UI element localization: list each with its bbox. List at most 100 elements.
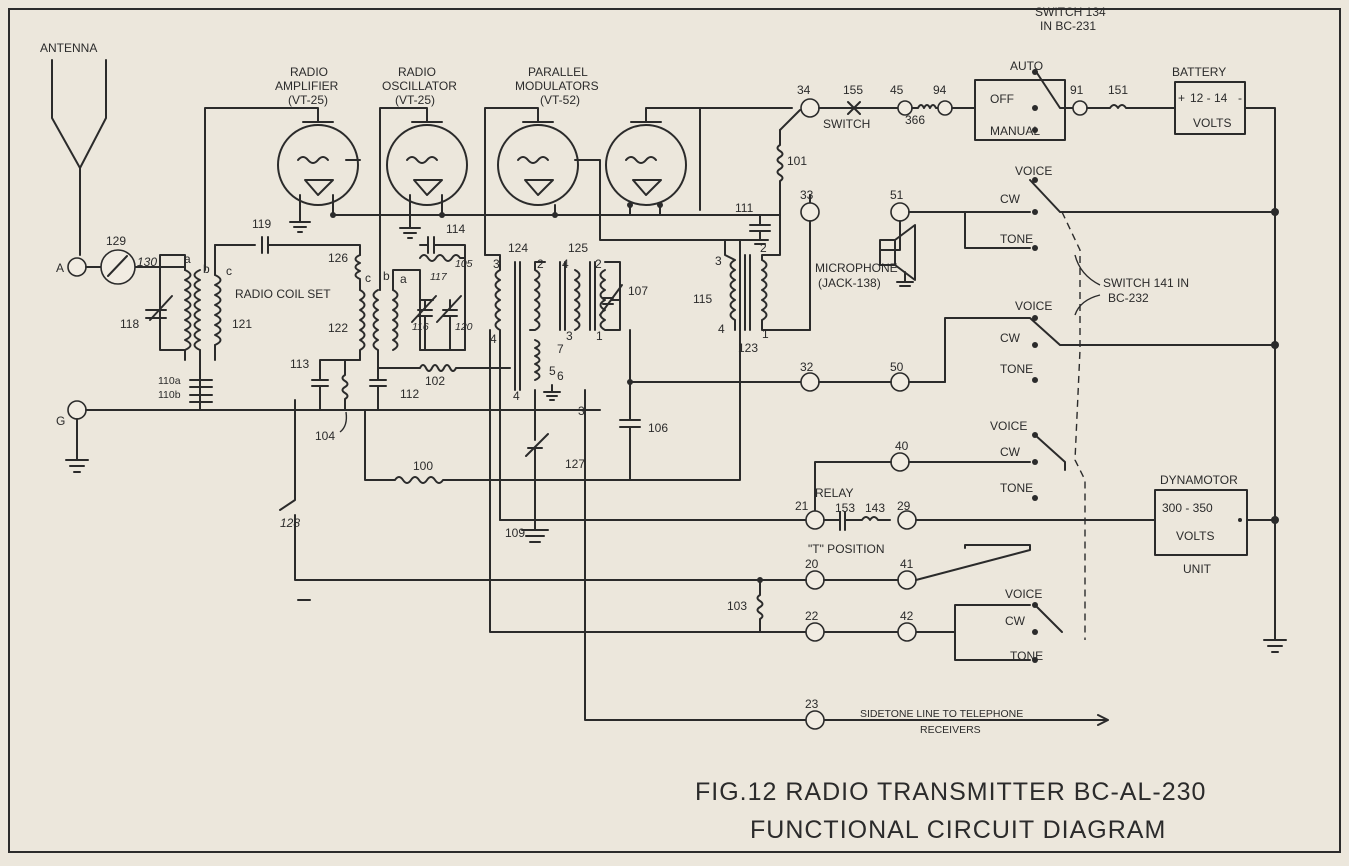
pin-4-115: 4 xyxy=(718,322,725,336)
terminal-33-label: 33 xyxy=(800,188,814,202)
terminal-40 xyxy=(890,452,910,472)
antenna-meter xyxy=(100,249,136,285)
pin-4-124: 4 xyxy=(490,332,497,346)
voice-label-4: VOICE xyxy=(1005,587,1042,601)
switch-134-label-2: IN BC-231 xyxy=(1040,19,1096,33)
terminal-41 xyxy=(897,570,917,590)
terminal-22 xyxy=(805,622,825,642)
cap-116-label: 116 xyxy=(412,321,429,333)
terminal-20 xyxy=(805,570,825,590)
lead-130-label: 130 xyxy=(137,255,157,269)
sidetone-label-2: RECEIVERS xyxy=(920,724,981,736)
resistor-103-label: 103 xyxy=(727,599,747,613)
terminal-42-label: 42 xyxy=(900,609,914,623)
terminal-g xyxy=(67,400,87,420)
terminal-34 xyxy=(800,98,820,118)
figure-title-line-1: FIG.12 RADIO TRANSMITTER BC-AL-230 xyxy=(695,778,1206,806)
cap-117-label: 117 xyxy=(430,271,448,283)
switch-155-label: 155 xyxy=(843,83,863,97)
fuse-151-label: 151 xyxy=(1108,83,1128,97)
capacitor-111-label: 111 xyxy=(735,201,754,215)
transformer-115-label: 115 xyxy=(693,292,712,306)
switch-label: SWITCH xyxy=(823,117,870,131)
terminal-23-label: 23 xyxy=(805,697,819,711)
voice-label-3: VOICE xyxy=(990,419,1027,433)
terminal-29-label: 29 xyxy=(897,499,911,513)
terminal-21 xyxy=(805,510,825,530)
dynamotor-volts-unit: VOLTS xyxy=(1176,529,1214,543)
pin-2-123: 2 xyxy=(760,241,767,255)
cw-label-3: CW xyxy=(1000,445,1021,459)
radio-oscillator-tube xyxy=(379,107,468,291)
modulator-tube-2 xyxy=(605,107,701,211)
terminal-51 xyxy=(890,202,910,222)
radio-amplifier-tube xyxy=(204,107,361,271)
antenna-label: ANTENNA xyxy=(40,41,97,55)
terminal-50-label: 50 xyxy=(890,360,904,374)
terminal-g-label: G xyxy=(56,414,65,428)
radio-oscillator-label-1: RADIO xyxy=(398,65,436,79)
modulator-transformers xyxy=(484,254,623,521)
svg-text:+: + xyxy=(1178,91,1185,105)
terminal-42 xyxy=(897,622,917,642)
capacitor-110a-label: 110a xyxy=(158,375,181,387)
dynamotor-volts-label: 300 - 350 xyxy=(1162,501,1213,515)
relay-label: RELAY xyxy=(815,486,853,500)
off-label: OFF xyxy=(990,92,1014,106)
modulator-tube-1 xyxy=(484,107,579,256)
resistor-102-label: 102 xyxy=(425,374,445,388)
terminal-94-label: 94 xyxy=(933,83,947,97)
terminal-21-label: 21 xyxy=(795,499,809,513)
key-127-label: 127 xyxy=(565,457,585,471)
coil-143-label: 143 xyxy=(865,501,885,515)
pin-7: 7 xyxy=(557,342,564,356)
capacitor-106-label: 106 xyxy=(648,421,668,435)
transformer-125-label: 125 xyxy=(568,241,588,255)
cw-label-4: CW xyxy=(1005,614,1026,628)
dynamotor-box xyxy=(1154,489,1248,556)
switch-141-label-1: SWITCH 141 IN xyxy=(1103,276,1189,290)
microphone-icon xyxy=(879,224,916,287)
pin-3-125: 3 xyxy=(566,329,573,343)
terminal-51-label: 51 xyxy=(890,188,904,202)
meter-129-label: 129 xyxy=(106,234,126,248)
capacitor-119-label: 119 xyxy=(252,217,271,231)
manual-label: MANUAL xyxy=(990,124,1040,138)
capacitor-118-label: 118 xyxy=(120,317,139,331)
resistor-101-label: 101 xyxy=(787,154,807,168)
terminal-29 xyxy=(897,510,917,530)
tone-label-3: TONE xyxy=(1000,481,1033,495)
pin-3-124: 3 xyxy=(493,257,500,271)
terminal-94 xyxy=(937,100,953,116)
capacitor-114-label: 114 xyxy=(446,222,465,236)
radio-oscillator-label-3: (VT-25) xyxy=(395,93,435,107)
parallel-modulators-label-1: PARALLEL xyxy=(528,65,588,79)
battery-label: BATTERY xyxy=(1172,65,1226,79)
terminal-a xyxy=(67,257,87,277)
resistor-100-label: 100 xyxy=(413,459,433,473)
t-position-label: "T" POSITION xyxy=(808,542,885,556)
radio-coil-set-label: RADIO COIL SET xyxy=(235,287,331,301)
pin-2-125: 2 xyxy=(595,257,602,271)
terminal-40-label: 40 xyxy=(895,439,909,453)
pin-a-osc: a xyxy=(400,272,407,286)
terminal-41-label: 41 xyxy=(900,557,914,571)
capacitor-107-label: 107 xyxy=(628,284,648,298)
switch-141-label-2: BC-232 xyxy=(1108,291,1149,305)
radio-amplifier-label-2: AMPLIFIER xyxy=(275,79,339,93)
battery-volts-unit: VOLTS xyxy=(1193,116,1231,130)
battery-volts-label: 12 - 14 xyxy=(1190,91,1228,105)
fuse-366-label: 366 xyxy=(905,113,925,127)
terminal-33 xyxy=(800,202,820,222)
pin-6: 6 xyxy=(557,369,564,383)
pin-b-osc: b xyxy=(383,269,390,283)
cap-120-label: 120 xyxy=(455,321,473,333)
switch-134-label-1: SWITCH 134 xyxy=(1035,5,1106,19)
antenna-symbol xyxy=(51,59,107,256)
terminal-20-label: 20 xyxy=(805,557,819,571)
radio-oscillator-label-2: OSCILLATOR xyxy=(382,79,457,93)
tone-label-4: TONE xyxy=(1010,649,1043,663)
pin-3-115: 3 xyxy=(715,254,722,268)
pin-1-123: 1 xyxy=(762,327,769,341)
